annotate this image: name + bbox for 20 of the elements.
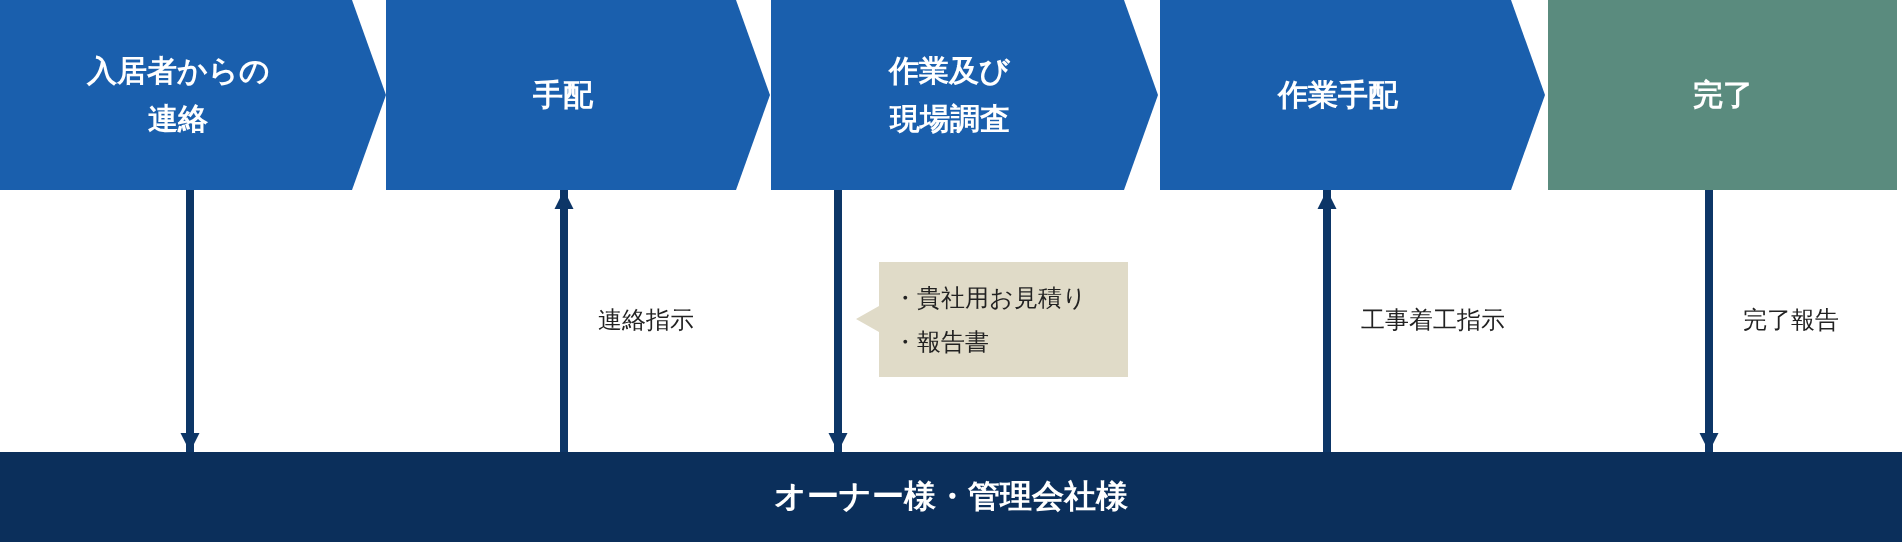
step-title: 作業手配 (1277, 76, 1398, 114)
process-box (1548, 0, 1897, 190)
arrow (1317, 190, 1337, 452)
process-step-banner (0, 0, 386, 190)
process-step-banner (1160, 0, 1545, 190)
process-step-banner (771, 0, 1158, 190)
target-band (0, 452, 1902, 542)
step-title: 作業及び現場調査 (887, 52, 1011, 138)
bullet-item: ・報告書 (892, 326, 990, 358)
callout-bubble (856, 262, 1128, 377)
bullet-item: ・貴社用お見積り (892, 282, 1088, 314)
step-title: 手配 (533, 76, 593, 114)
process-step-banner (386, 0, 770, 190)
arrow (828, 190, 848, 452)
step-title: 入居者からの連絡 (85, 52, 271, 138)
arrow (554, 190, 574, 452)
arrow (1699, 190, 1719, 452)
step-title: 完了 (1692, 76, 1753, 114)
band-title: オーナー様・管理会社様 (774, 476, 1128, 517)
arrow (180, 190, 200, 452)
